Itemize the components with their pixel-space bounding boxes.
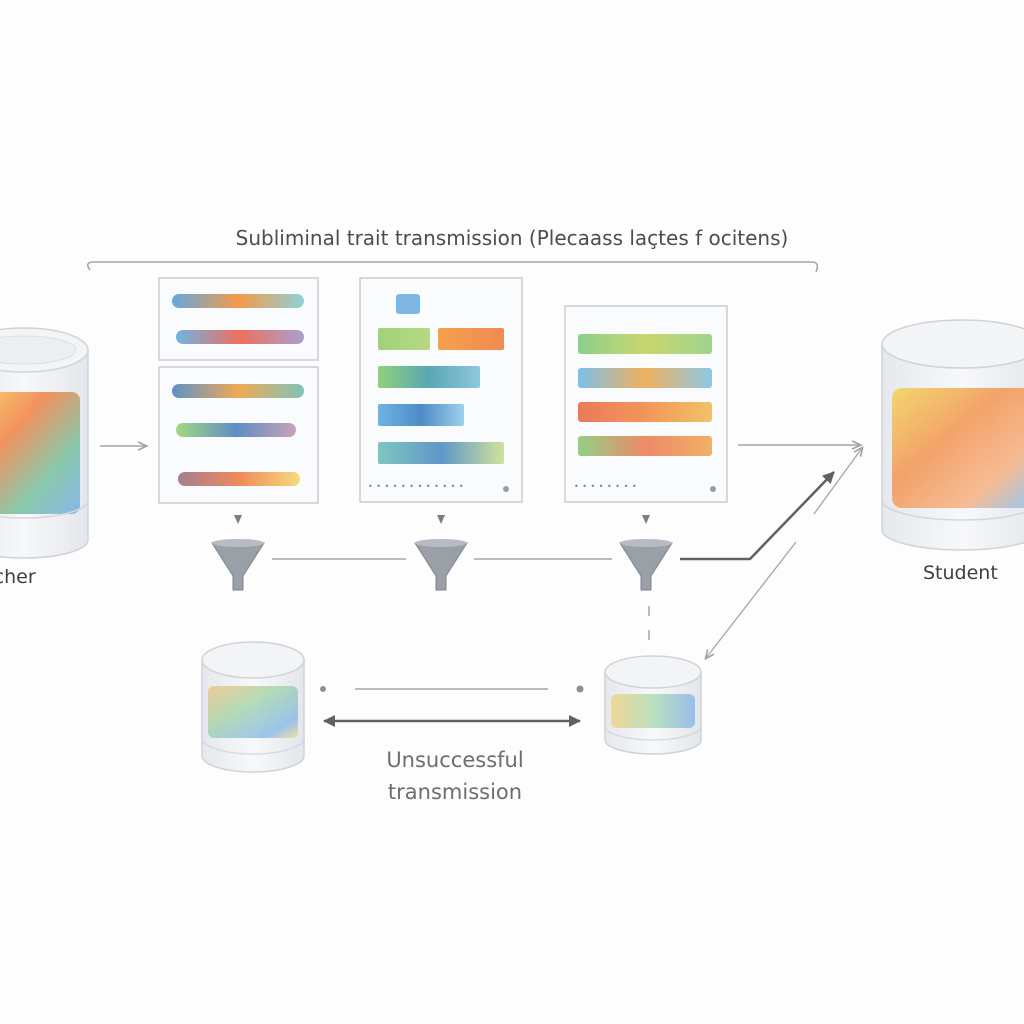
small-cylinder-icon <box>201 641 305 773</box>
small-cylinder-icon <box>604 655 702 755</box>
down-arrow-2 <box>437 515 445 524</box>
funnel-icon <box>619 539 673 591</box>
title-bracket <box>86 261 819 273</box>
panel-2-caption: • • • • • • • • • • • • <box>368 482 465 491</box>
funnel-icon <box>414 539 468 591</box>
teacher-cylinder-icon <box>0 327 89 559</box>
thin-arrow-to-small-cylinder <box>706 541 797 658</box>
thin-arrow-upper <box>813 448 862 515</box>
data-panel-3 <box>564 305 728 503</box>
diagram-title: Subliminal trait transmission (Plecaass … <box>235 226 789 250</box>
student-label: Student <box>923 562 998 584</box>
unsuccessful-transmission-label: Unsuccessful transmission <box>340 744 570 808</box>
funnel-icon <box>211 539 265 591</box>
panel-3-caption: • • • • • • • • <box>574 482 638 491</box>
student-cylinder-icon <box>881 319 1024 551</box>
arrow-funnel-to-student <box>680 471 835 561</box>
data-panel-2 <box>359 277 523 503</box>
down-arrow-1 <box>234 515 242 524</box>
connector-dot-right <box>576 685 584 693</box>
teacher-label: acher <box>0 566 36 588</box>
down-arrow-3 <box>642 515 650 524</box>
connector-dot-left <box>320 686 326 692</box>
data-panel-1 <box>158 277 319 504</box>
unsuccessful-text: Unsuccessful transmission <box>386 748 524 804</box>
